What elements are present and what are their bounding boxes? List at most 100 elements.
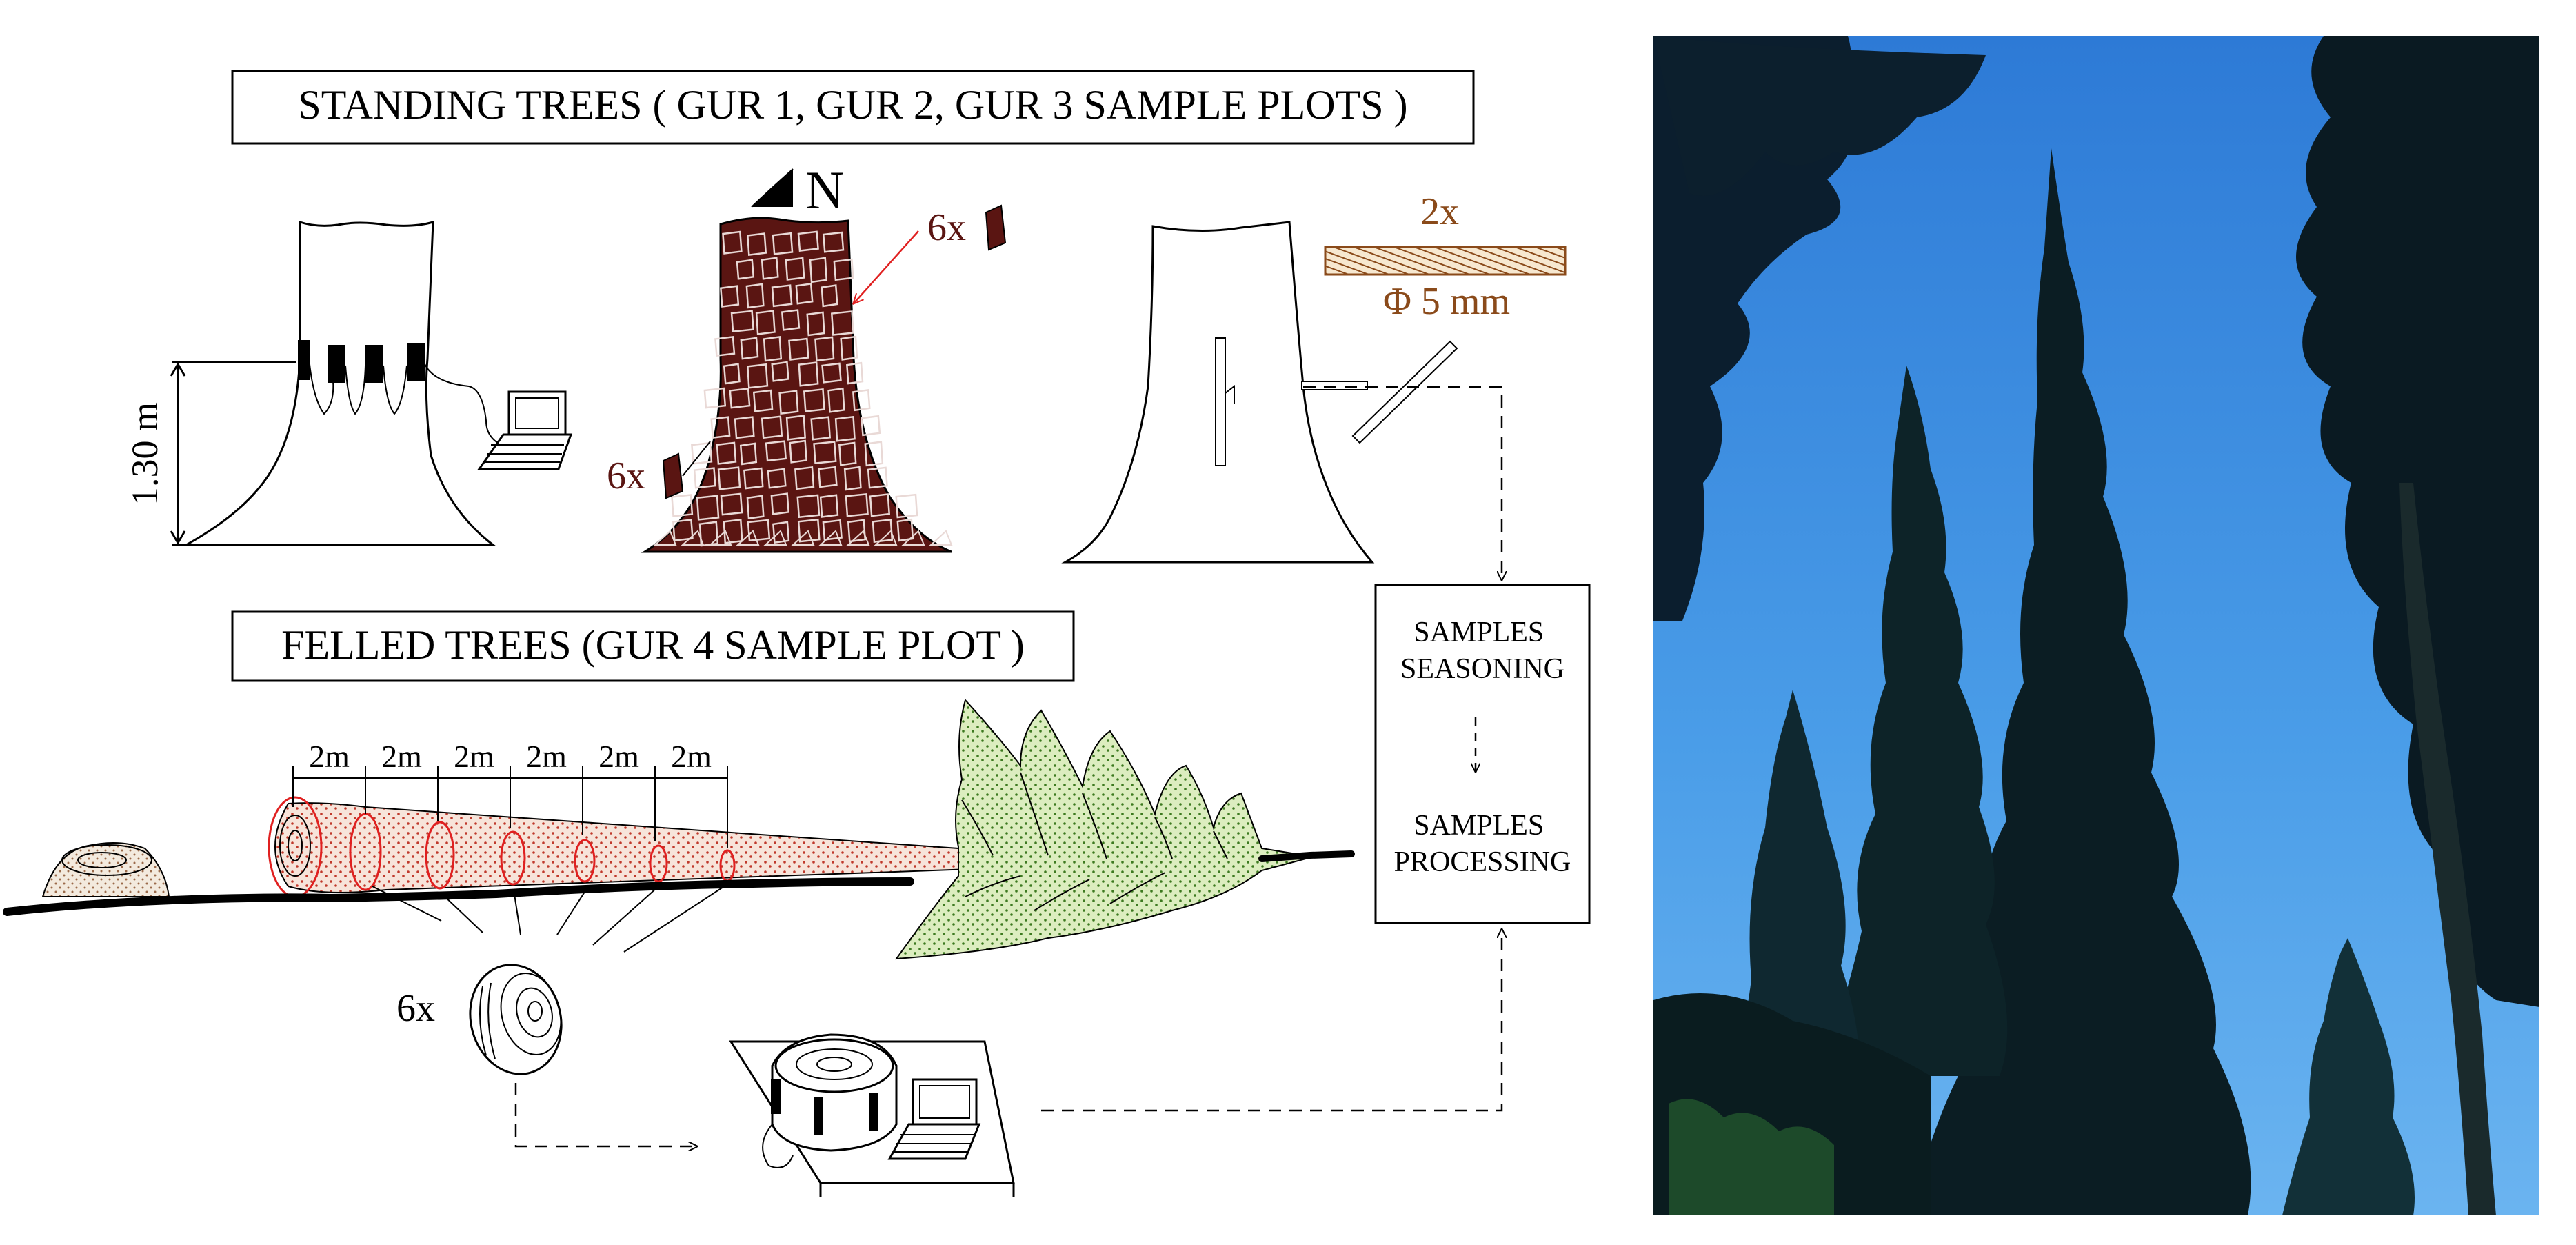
bark-chip xyxy=(814,336,835,362)
bark-chip xyxy=(791,530,815,546)
bark-chip xyxy=(739,442,758,466)
bark-chip xyxy=(681,530,705,546)
bark-chip xyxy=(761,415,783,439)
bark-chip xyxy=(809,257,828,283)
bark-chip xyxy=(872,518,894,544)
felled-crown xyxy=(894,698,1314,960)
bark-chip xyxy=(813,441,837,465)
stump xyxy=(41,842,170,897)
bark-chip xyxy=(869,493,891,517)
bark-chip xyxy=(798,361,819,387)
increment-borer xyxy=(1301,381,1368,390)
flow-core-to-box xyxy=(1303,386,1502,579)
bark-chip xyxy=(822,519,843,541)
bark-chip xyxy=(896,518,914,542)
bark-chip xyxy=(821,362,842,384)
bark-chip xyxy=(746,232,767,256)
bark-chip xyxy=(817,466,838,488)
bark-chip xyxy=(847,519,867,543)
bark-chip xyxy=(833,258,854,281)
bark-chip xyxy=(901,530,925,546)
bark-chip xyxy=(723,363,741,385)
bark-chip xyxy=(895,493,918,519)
bark-chip xyxy=(746,363,769,389)
bark-chip xyxy=(743,467,764,490)
samples-seasoning-label: SAMPLES SEASONING xyxy=(1400,617,1564,685)
process-flow: SAMPLES SEASONING SAMPLES PROCESSING xyxy=(1041,386,1591,1112)
bark-chip xyxy=(729,388,751,409)
bark-chip xyxy=(761,257,779,280)
bark-chip xyxy=(834,415,856,442)
felled-title-box xyxy=(231,610,1075,682)
bark-chip xyxy=(796,494,821,519)
bark-chip xyxy=(845,361,864,385)
bark-chip xyxy=(846,530,870,546)
bark-chip xyxy=(723,518,743,544)
flow-desk-to-box xyxy=(1041,930,1502,1112)
height-label: 1.30 m xyxy=(124,402,165,506)
dendrometer-band-4 xyxy=(407,343,425,381)
bark-chip xyxy=(818,530,843,546)
bark-count-top: 6x xyxy=(927,206,966,249)
bark-chip xyxy=(821,284,838,308)
bark-chip xyxy=(785,257,805,281)
samples-processing-label: SAMPLES PROCESSING xyxy=(1394,810,1571,878)
segment-length-label: 2m xyxy=(454,739,494,774)
dendrometer-band-2 xyxy=(328,345,345,383)
bark-chip xyxy=(781,309,801,331)
disc-leader-lines xyxy=(372,884,728,953)
ground-line xyxy=(3,877,914,916)
laptop-icon xyxy=(477,390,573,470)
bark-chip xyxy=(861,415,881,437)
tree-bark-sampling: N 6x 6x xyxy=(607,160,1007,553)
bark-chip xyxy=(734,416,755,439)
borer-handle xyxy=(1351,340,1458,444)
bark-chip xyxy=(840,335,858,361)
bark-chip xyxy=(740,337,759,360)
bark-chip xyxy=(653,530,677,546)
bark-chip xyxy=(788,337,809,361)
bark-chip xyxy=(671,494,694,517)
bark-chip xyxy=(745,283,765,309)
bark-chip xyxy=(672,519,694,542)
bark-chip xyxy=(770,492,789,515)
bark-chip xyxy=(747,519,771,542)
core-sample xyxy=(1324,246,1567,276)
segment-length-label: 2m xyxy=(309,739,350,774)
bark-chip xyxy=(691,441,713,465)
bark-chip xyxy=(778,390,799,415)
bark-pointer-arrow xyxy=(854,230,919,303)
bark-chip xyxy=(838,441,857,466)
bark-sample-icon-bottom xyxy=(662,452,684,499)
bark-chip xyxy=(789,439,807,464)
bark-chip xyxy=(852,388,871,412)
bark-chip xyxy=(755,310,776,335)
core-diameter: Φ 5 mm xyxy=(1383,280,1510,323)
forest-photo xyxy=(1653,36,2539,1215)
segment-length-label: 2m xyxy=(671,739,712,774)
bark-chip xyxy=(803,388,825,412)
bark-chip xyxy=(765,440,787,462)
bark-chip xyxy=(795,282,814,305)
bark-chip xyxy=(736,259,755,280)
bark-chip xyxy=(767,468,787,489)
process-box xyxy=(1374,584,1591,924)
bark-chip xyxy=(806,311,825,337)
bark-chip xyxy=(771,284,793,308)
bark-chip xyxy=(874,530,898,546)
bark-chip xyxy=(703,387,727,409)
wood-disc xyxy=(469,964,563,1075)
bark-chip xyxy=(867,466,888,489)
bark-chip xyxy=(929,530,953,546)
tree-increment-core: 2x Φ 5 mm xyxy=(1061,190,1567,564)
bark-chip xyxy=(710,416,731,439)
bark-chip xyxy=(763,336,783,362)
bark-chip xyxy=(717,466,741,490)
bark-chip xyxy=(797,518,821,543)
bark-chip xyxy=(843,466,862,491)
bark-chip xyxy=(730,310,754,332)
bark-chip xyxy=(752,389,774,412)
